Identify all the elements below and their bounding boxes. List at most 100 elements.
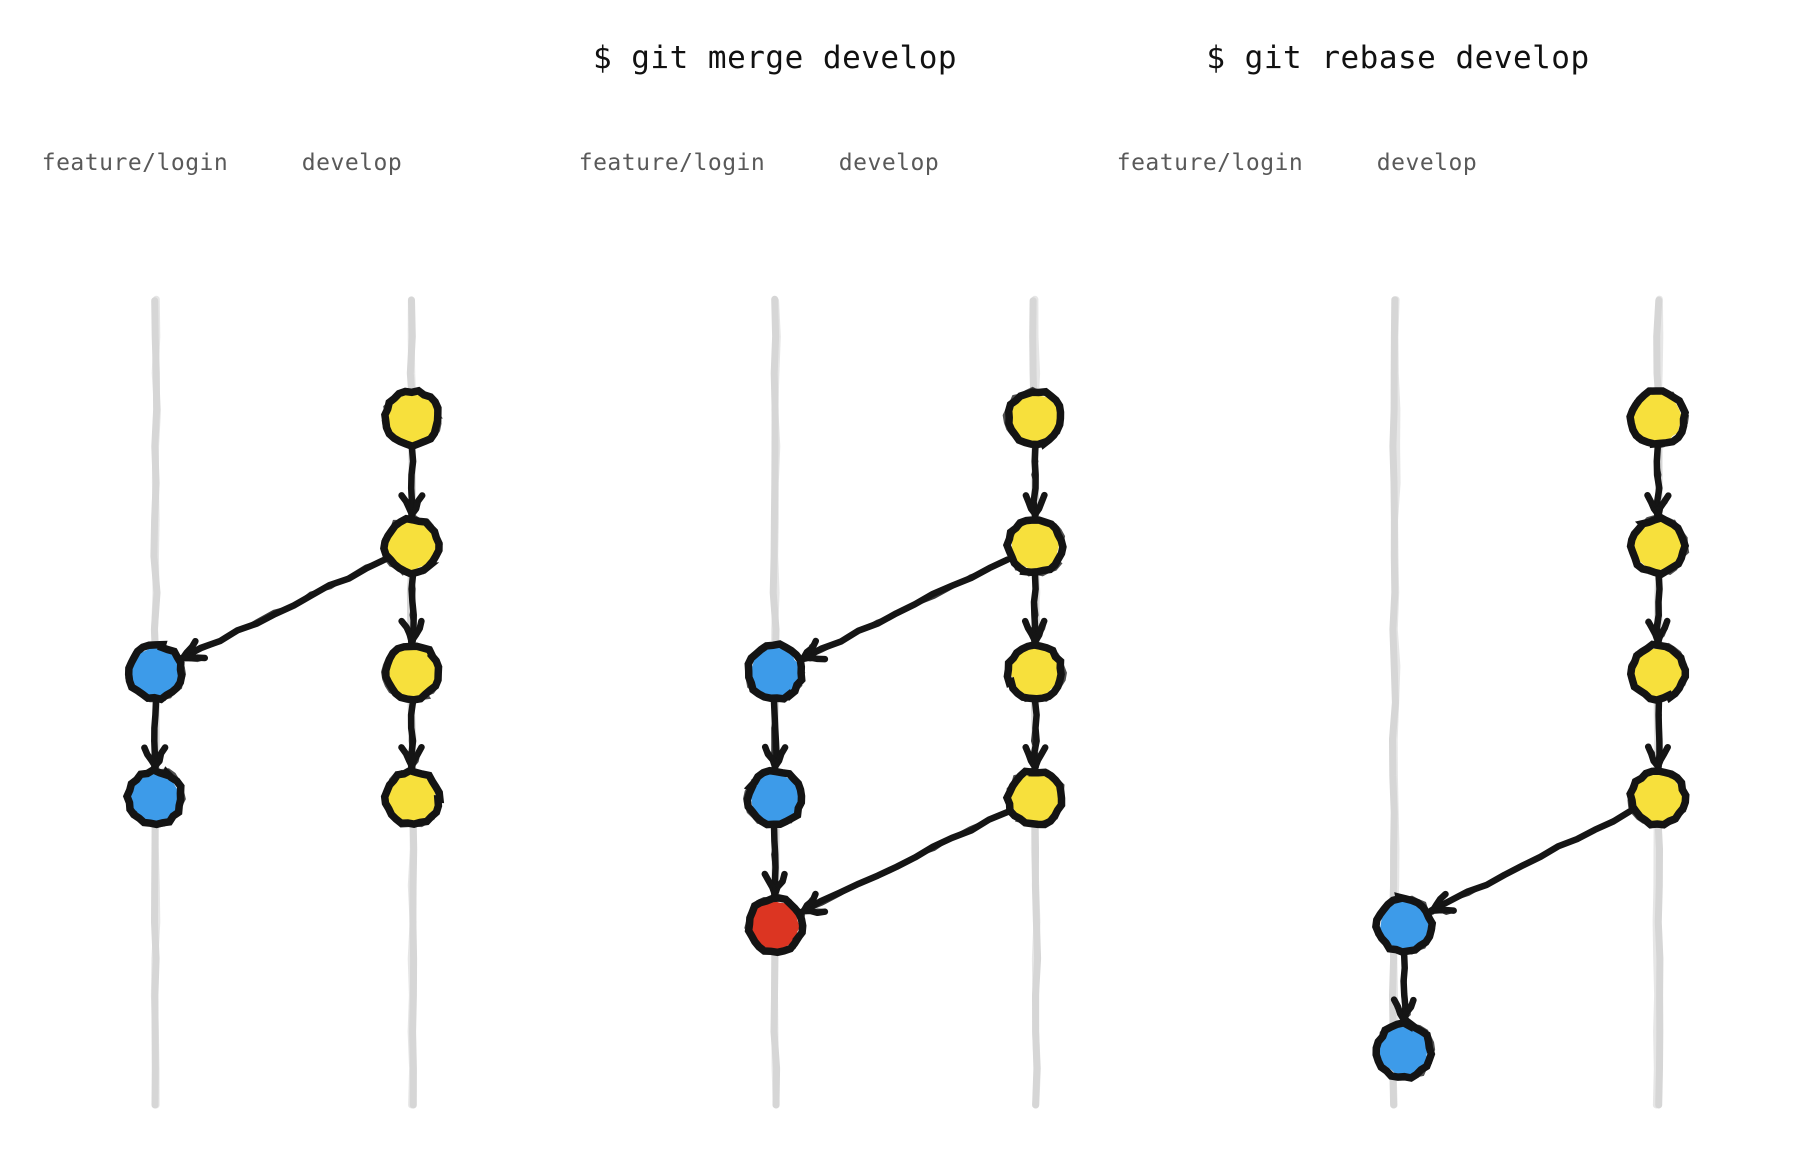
edge-shaft-overstroke xyxy=(408,700,415,769)
edge-shaft-overstroke xyxy=(801,558,1010,661)
commit-fill xyxy=(749,900,800,951)
commit-ring-overstroke xyxy=(744,893,806,955)
commit-ring-overstroke xyxy=(1002,386,1064,448)
commit-node-develop-commit-rebase-d1[interactable] xyxy=(1626,387,1690,449)
edge-shaft-overstroke xyxy=(1655,573,1662,643)
commit-ring-overstroke xyxy=(381,388,443,449)
edge-shaft-overstroke xyxy=(409,574,416,643)
edge-shaft-overstroke xyxy=(151,699,159,769)
commit-fill xyxy=(386,519,437,571)
edge-shaft-overstroke xyxy=(771,826,777,896)
branch-label-feature-login-merge: feature/login xyxy=(579,150,766,176)
arrow-head xyxy=(1430,891,1456,915)
commit-node-develop-commit-merge-d2[interactable] xyxy=(1002,516,1067,577)
edge-f1-to-f2 xyxy=(761,697,789,771)
commit-node-develop-commit-before-d2[interactable] xyxy=(380,514,443,578)
commit-node-develop-commit-merge-d3[interactable] xyxy=(1003,641,1067,703)
branch-label-develop-merge: develop xyxy=(839,150,939,176)
commit-fill xyxy=(1379,899,1429,949)
arrow-head xyxy=(1024,619,1047,644)
edge-d2-to-d3 xyxy=(398,572,425,645)
branch-label-feature-login-before: feature/login xyxy=(42,150,229,176)
commit-ring-overstroke xyxy=(1374,895,1436,955)
arrow-head xyxy=(762,744,786,769)
arrow-head xyxy=(401,493,423,517)
commit-fill xyxy=(1010,645,1060,697)
branch-label-develop-before: develop xyxy=(302,150,402,176)
edge-d3-to-d4 xyxy=(1022,698,1049,771)
edge-d1-to-d2 xyxy=(1644,444,1672,519)
commit-node-feature-commit-before-f2[interactable] xyxy=(122,765,186,829)
commit-ring-overstroke xyxy=(1628,515,1690,577)
commit-fill xyxy=(386,393,437,444)
commit-ring-overstroke xyxy=(383,768,443,828)
edge-f1-to-f2 xyxy=(141,698,169,771)
arrow-head xyxy=(400,745,424,769)
commit-node-feature-commit-rebase-f2[interactable] xyxy=(1372,1017,1436,1082)
commit-node-feature-commit-merge-f2[interactable] xyxy=(743,766,806,829)
edge-d2-to-d3 xyxy=(1645,572,1671,645)
commit-node-feature-commit-merge-f1[interactable] xyxy=(744,640,806,703)
commit-node-develop-commit-merge-d4[interactable] xyxy=(1002,767,1066,829)
commit-ring-overstroke xyxy=(745,642,806,703)
edge-d4-to-f1 xyxy=(1428,807,1634,915)
panel-before xyxy=(150,295,418,1109)
edge-d2-to-f1 xyxy=(799,556,1011,663)
commit-node-develop-commit-before-d1[interactable] xyxy=(381,386,443,451)
commit-ring-overstroke xyxy=(743,766,805,827)
commit-node-develop-commit-rebase-d4[interactable] xyxy=(1626,767,1690,829)
commit-node-develop-commit-before-d3[interactable] xyxy=(380,642,443,704)
commit-fill xyxy=(129,773,180,824)
commit-node-feature-commit-rebase-f1[interactable] xyxy=(1372,892,1437,956)
commit-fill xyxy=(1631,648,1683,698)
commit-ring-overstroke xyxy=(381,514,443,577)
arrow-head xyxy=(1024,745,1047,770)
commit-ring-overstroke xyxy=(125,768,186,828)
commit-ring-overstroke xyxy=(1627,641,1689,701)
commit-ring-overstroke xyxy=(125,642,187,703)
commit-fill xyxy=(1633,772,1684,824)
edges-rebase xyxy=(1390,444,1672,1024)
commit-node-develop-commit-rebase-d2[interactable] xyxy=(1626,513,1690,578)
commit-fill xyxy=(1010,774,1059,825)
arrow-head xyxy=(1645,619,1670,643)
arrow-head xyxy=(800,893,827,914)
commit-fill xyxy=(751,772,802,822)
edge-shaft-overstroke xyxy=(801,811,1010,914)
commit-node-merge-commit-merge-m1[interactable] xyxy=(744,893,807,957)
arrow-head xyxy=(1647,745,1670,769)
command-label-rebase: $ git rebase develop xyxy=(1206,40,1589,76)
commit-ring-overstroke xyxy=(1006,767,1065,828)
branch-label-feature-login-rebase: feature/login xyxy=(1117,150,1304,176)
commit-ring-overstroke xyxy=(1005,518,1066,577)
arrow-head xyxy=(181,640,207,663)
edge-shaft-overstroke xyxy=(409,447,415,517)
edge-shaft-overstroke xyxy=(181,558,387,661)
commit-node-develop-commit-before-d4[interactable] xyxy=(380,766,445,828)
commit-node-feature-commit-before-f1[interactable] xyxy=(124,640,187,704)
commit-ring-overstroke xyxy=(380,642,443,702)
branch-label-develop-rebase: develop xyxy=(1377,150,1477,176)
edge-shaft-overstroke xyxy=(1655,447,1662,517)
commit-node-develop-commit-merge-d1[interactable] xyxy=(1002,386,1065,450)
nodes-before xyxy=(122,386,445,829)
commit-fill xyxy=(1631,392,1682,444)
edge-shaft-overstroke xyxy=(1031,574,1039,643)
edge-d2-to-d3 xyxy=(1021,572,1048,645)
arrow-head xyxy=(143,745,167,769)
commit-fill xyxy=(750,646,800,698)
lane-feature-login-rebase xyxy=(1388,296,1401,1109)
commit-node-develop-commit-rebase-d3[interactable] xyxy=(1626,640,1690,704)
edge-shaft-overstroke xyxy=(1031,445,1039,517)
commit-ring-overstroke xyxy=(1374,1020,1436,1081)
edge-f2-to-m1 xyxy=(761,825,788,898)
edge-d1-to-d2 xyxy=(398,443,426,519)
panel-rebase xyxy=(1388,295,1664,1109)
edges-merge xyxy=(761,443,1049,917)
nodes-rebase xyxy=(1372,387,1690,1082)
commit-ring-overstroke xyxy=(1627,389,1690,449)
commit-fill xyxy=(1379,1024,1428,1076)
